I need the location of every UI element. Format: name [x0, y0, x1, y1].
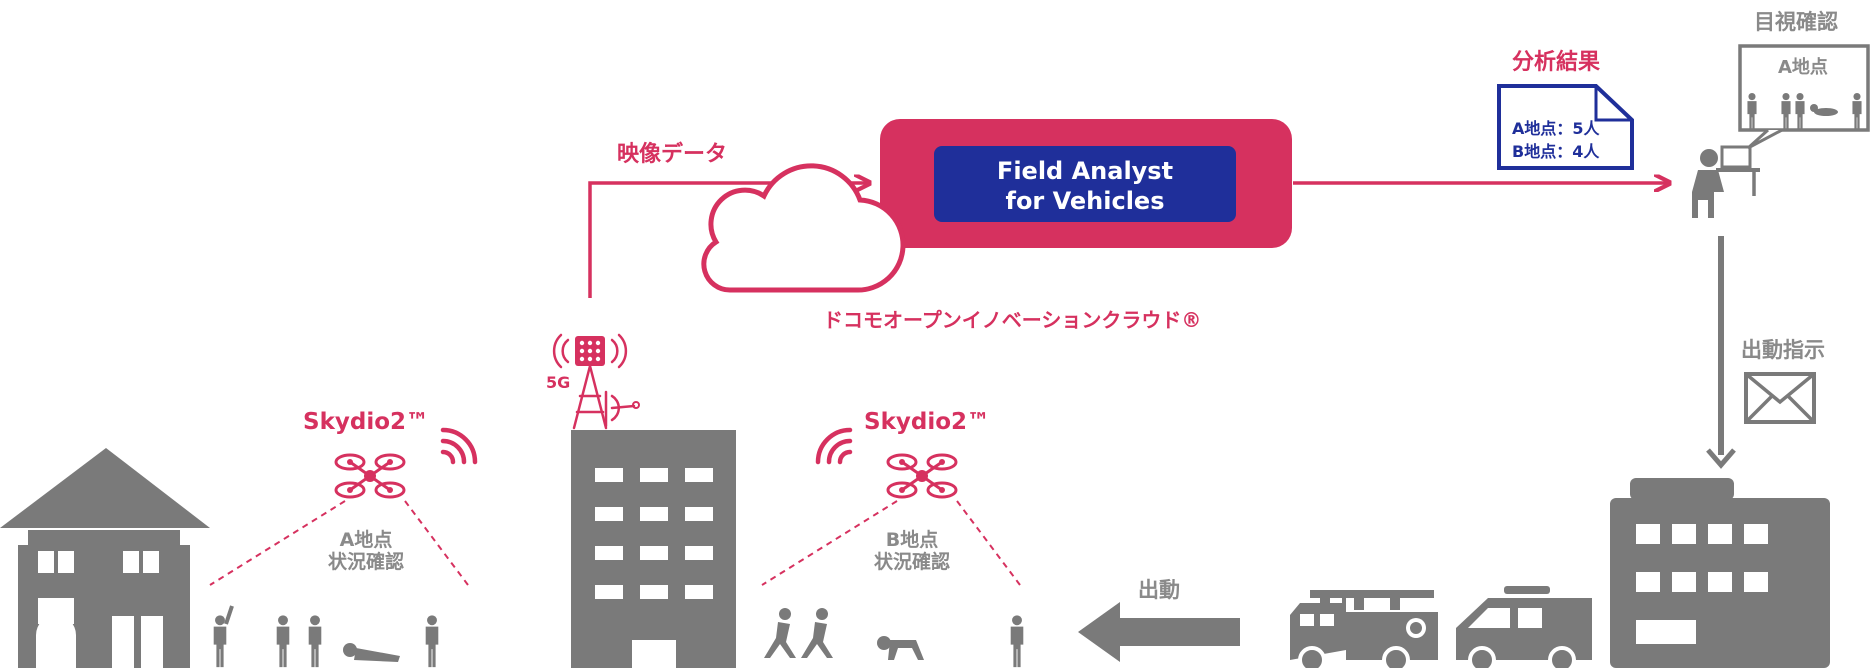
drone-left-name: Skydio2™	[303, 409, 430, 435]
cloud-platform-label: ドコモオープンイノベーションクラウド®	[823, 308, 1202, 332]
cloud-service-name-line2: for Vehicles	[1005, 187, 1165, 215]
cloud-service-name-line1: Field Analyst	[996, 157, 1174, 185]
cloud-service-name: Field Analyst for Vehicles	[934, 156, 1236, 216]
site-a-people-icons	[213, 605, 439, 668]
cloud-service-box	[880, 119, 1292, 248]
site-a-line2: 状況確認	[327, 550, 404, 573]
ambulance-icon	[1456, 586, 1592, 668]
drone-right-name: Skydio2™	[864, 409, 991, 435]
office-building-icon	[571, 430, 736, 668]
mail-icon	[1744, 372, 1816, 424]
signal-right-icon	[818, 430, 850, 462]
dispatch-label: 出動	[1138, 578, 1180, 602]
analysis-result-line1: A地点：5人	[1512, 119, 1600, 138]
site-b-line1: B地点	[885, 529, 939, 551]
base-station-label: 5G	[546, 373, 571, 392]
site-a-line1: A地点	[339, 529, 393, 551]
5g-antenna-tower-icon	[552, 333, 640, 430]
video-data-label: 映像データ	[617, 142, 728, 167]
analysis-result-title: 分析結果	[1512, 50, 1601, 75]
dispatch-arrow	[1078, 602, 1240, 662]
operator-desk-icon	[1692, 145, 1760, 218]
drone-left-icon	[334, 453, 406, 499]
drone-right-icon	[886, 453, 958, 499]
site-b-line2: 状況確認	[873, 550, 950, 573]
visual-confirmation-label: 目視確認	[1754, 10, 1838, 34]
cloud-icon	[701, 163, 906, 293]
analysis-result-document-icon	[1497, 84, 1634, 170]
monitor-screen-icon	[1738, 44, 1870, 150]
house-icon	[0, 448, 210, 668]
dispatch-instruction-label: 出動指示	[1741, 338, 1825, 362]
dispatch-instruction-connector	[1706, 236, 1736, 469]
analysis-result-line2: B地点：4人	[1512, 142, 1600, 161]
fire-truck-icon	[1290, 590, 1438, 668]
drone-view-lines	[209, 500, 1021, 586]
fire-station-icon	[1610, 478, 1830, 668]
monitor-point-label: A地点	[1778, 57, 1828, 78]
signal-left-icon	[443, 430, 475, 462]
site-b-people-icons	[764, 608, 1024, 668]
site-a-caption: A地点 状況確認	[306, 529, 426, 574]
site-b-caption: B地点 状況確認	[852, 529, 972, 574]
